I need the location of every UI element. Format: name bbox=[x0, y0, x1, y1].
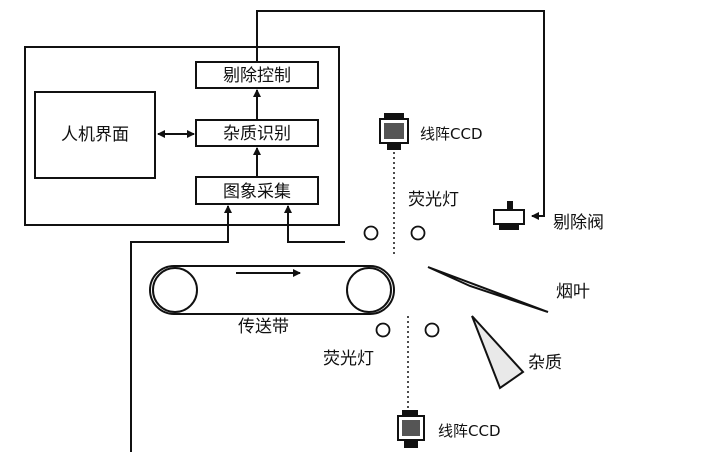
image-acquisition-label: 图象采集 bbox=[223, 182, 291, 202]
reject-signal-line bbox=[256, 10, 545, 220]
tobacco-leaf-icon bbox=[427, 266, 549, 313]
image-acquisition-box: 图象采集 bbox=[195, 176, 319, 205]
lamp-bottom-right-icon bbox=[424, 322, 440, 338]
ccd-top-label: 线阵CCD bbox=[420, 125, 483, 143]
hmi-box: 人机界面 bbox=[34, 91, 156, 179]
reject-control-box: 剔除控制 bbox=[195, 61, 319, 89]
lamp-top-left-icon bbox=[363, 225, 379, 241]
impurity-label: 杂质 bbox=[528, 353, 562, 373]
hmi-label: 人机界面 bbox=[61, 125, 129, 145]
conveyor-label: 传送带 bbox=[238, 317, 289, 337]
impurity-icon bbox=[471, 315, 525, 390]
ccd-camera-bottom-icon bbox=[397, 410, 425, 448]
lamp-bottom-label: 荧光灯 bbox=[323, 349, 374, 369]
tobacco-leaf-label: 烟叶 bbox=[556, 282, 590, 302]
reject-valve-label: 剔除阀 bbox=[553, 213, 604, 233]
impurity-recognition-box: 杂质识别 bbox=[195, 119, 319, 147]
lamp-top-label: 荧光灯 bbox=[408, 190, 459, 210]
control-unit-frame bbox=[24, 46, 340, 226]
conveyor-belt-icon bbox=[149, 265, 395, 315]
ccd-camera-top-icon bbox=[379, 113, 409, 150]
ccd-signal-line-1 bbox=[130, 205, 232, 452]
reject-valve-icon bbox=[493, 201, 525, 230]
lamp-top-right-icon bbox=[410, 225, 426, 241]
lamp-bottom-left-icon bbox=[375, 322, 391, 338]
ccd-signal-line-2 bbox=[284, 205, 345, 243]
ccd-bottom-label: 线阵CCD bbox=[438, 422, 501, 440]
impurity-recognition-label: 杂质识别 bbox=[223, 124, 291, 144]
reject-control-label: 剔除控制 bbox=[223, 66, 291, 86]
